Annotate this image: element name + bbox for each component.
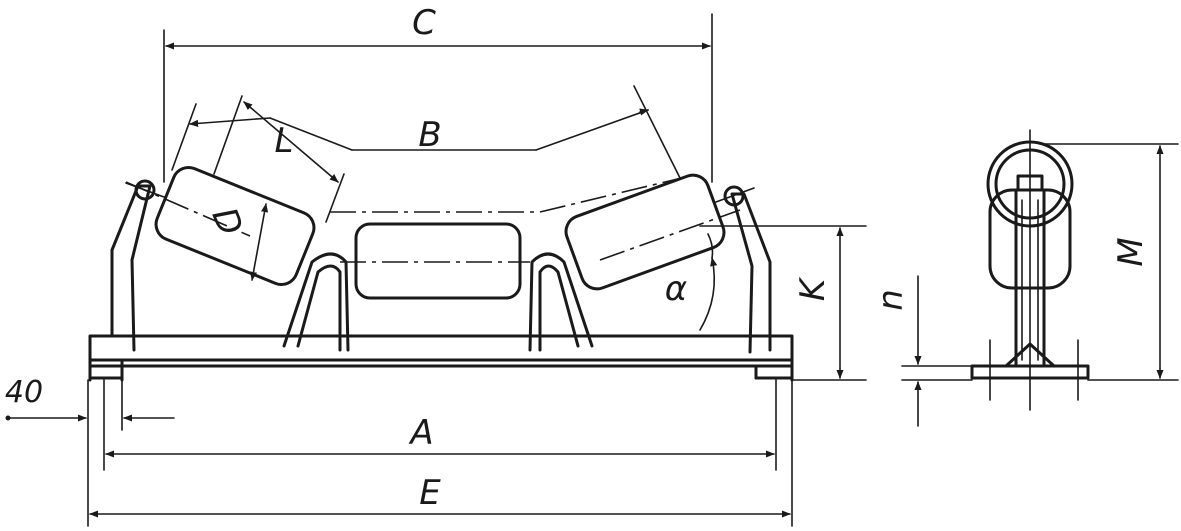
label-e: E — [419, 473, 441, 513]
dim-d-line — [249, 203, 269, 281]
dim-l-line — [243, 101, 339, 183]
label-b: B — [418, 115, 441, 155]
base-frame — [88, 334, 794, 382]
left-bracket — [110, 179, 165, 352]
left-roller — [154, 166, 316, 286]
label-k: K — [793, 276, 833, 301]
dim-b-left — [189, 117, 271, 127]
label-c: C — [412, 3, 436, 43]
right-bracket — [715, 185, 772, 354]
alpha-arc — [699, 257, 718, 331]
side-view — [901, 129, 1179, 427]
label-a: A — [408, 413, 433, 453]
label-d: D — [203, 202, 250, 241]
label-alpha: α — [665, 269, 687, 309]
center-roller — [354, 222, 522, 300]
label-n: n — [871, 289, 911, 311]
dim-b-right — [639, 108, 649, 116]
label-m: M — [1111, 237, 1151, 266]
front-view — [5, 13, 867, 527]
label-l: L — [275, 121, 294, 161]
label-40: 40 — [5, 375, 43, 410]
right-roller — [564, 173, 726, 291]
